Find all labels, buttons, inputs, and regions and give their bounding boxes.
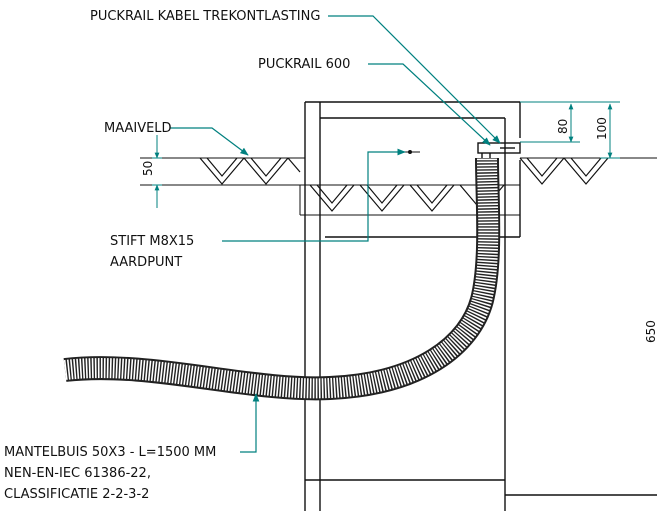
mantelbuis-conduit [63,157,501,401]
dimension-lines [152,101,620,208]
dim-650: 650 [644,320,657,343]
puckrail-600 [477,142,521,161]
dim-80: 80 [556,119,570,134]
label-aardpunt: AARDPUNT [110,255,182,270]
ground-level [140,157,657,216]
label-mantelbuis: MANTELBUIS 50X3 - L=1500 MM [4,445,216,460]
earth-symbols [199,157,609,212]
label-stift: STIFT M8X15 [110,234,194,249]
dim-100: 100 [595,117,609,140]
label-nen: NEN-EN-IEC 61386-22, [4,466,151,481]
leader-lines [170,15,501,453]
label-trekontlasting: PUCKRAIL KABEL TREKONTLASTING [90,9,320,24]
stift-aardpunt [405,150,420,154]
label-classificatie: CLASSIFICATIE 2-2-3-2 [4,487,149,502]
dim-50: 50 [141,161,155,176]
label-maaiveld: MAAIVELD [104,121,172,136]
label-puckrail: PUCKRAIL 600 [258,57,350,72]
